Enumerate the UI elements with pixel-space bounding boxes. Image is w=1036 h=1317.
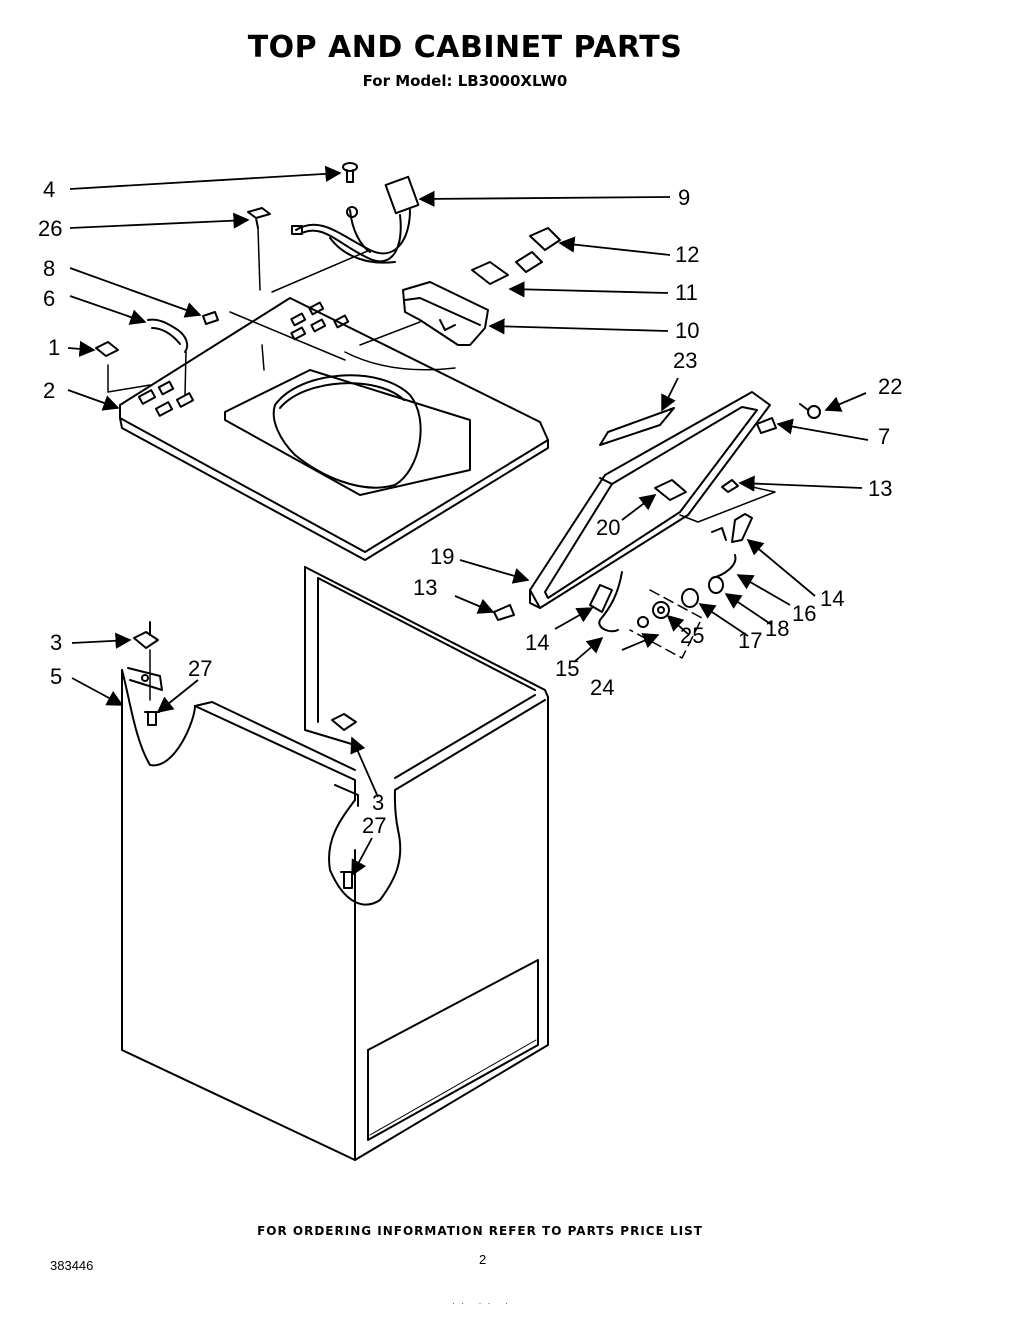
callout-8: 8 [43,256,55,281]
callout-2: 2 [43,378,55,403]
part-20-magnet [654,479,687,501]
callout-9: 9 [678,185,690,210]
callout-16: 16 [792,601,816,626]
callout-1: 1 [48,335,60,360]
cabinet-top [119,297,549,561]
part-22-bumper [799,403,821,419]
callout-6: 6 [43,286,55,311]
callout-15: 15 [555,656,579,681]
bottom-marks: ·· ·· · [452,1298,514,1308]
part-26-clip [247,207,271,229]
leader-lines [67,165,869,877]
part-17-18-bulb [681,588,699,608]
callout-11: 11 [675,280,698,305]
part-6-hinge [147,318,189,353]
callout-3-left: 3 [50,630,62,655]
callout-14-left: 14 [525,630,549,655]
callout-14-right: 14 [820,586,844,611]
model-subtitle: For Model: LB3000XLW0 [362,72,568,90]
part-9-switch-harness [291,175,420,264]
document-number: 383446 [50,1258,94,1273]
callout-3-right: 3 [372,790,384,815]
callout-24: 24 [590,675,614,700]
callout-27-right: 27 [362,813,386,838]
callout-22: 22 [878,374,902,399]
callout-17: 17 [738,628,762,653]
part-11-latch [471,261,509,285]
part-15-wire [598,571,623,633]
part-27-screw-a [144,711,160,726]
assembly-guides [107,227,776,701]
page-number: 2 [479,1252,487,1267]
callout-25: 25 [680,623,704,648]
part-3-clip-a [133,621,159,649]
part-13-screw-a [721,479,739,493]
part-7-pin [756,417,777,434]
part-14-actuator-a [711,513,753,543]
page-title: TOP AND CABINET PARTS [247,30,683,65]
part-1-grommet [95,341,119,357]
callout-13-right: 13 [868,476,892,501]
callout-27-left: 27 [188,656,212,681]
callout-labels: 4 9 26 12 8 11 6 10 1 23 22 2 7 13 20 19… [38,177,902,838]
part-4-screw [342,162,358,183]
callout-18: 18 [765,616,789,641]
callout-26: 26 [38,216,62,241]
callout-23: 23 [673,348,697,373]
callout-10: 10 [675,318,699,343]
callout-4: 4 [43,177,55,202]
part-10-dispenser [402,281,489,346]
part-25-socket [637,601,670,628]
part-8-screw [202,311,219,325]
part-14-actuator-b [589,584,613,613]
part-3-clip-b [331,713,357,731]
callout-7: 7 [878,424,890,449]
part-23-label [599,407,675,446]
ordering-note: FOR ORDERING INFORMATION REFER TO PARTS … [257,1224,703,1238]
part-13-screw-b [493,604,515,621]
part-16-cap [708,554,737,594]
cabinet-body [121,566,549,1161]
callout-12: 12 [675,242,699,267]
part-12-switch [515,227,561,273]
callout-20: 20 [596,515,620,540]
callout-5: 5 [50,664,62,689]
callout-13-left: 13 [413,575,437,600]
lid [529,391,771,609]
callout-19: 19 [430,544,454,569]
